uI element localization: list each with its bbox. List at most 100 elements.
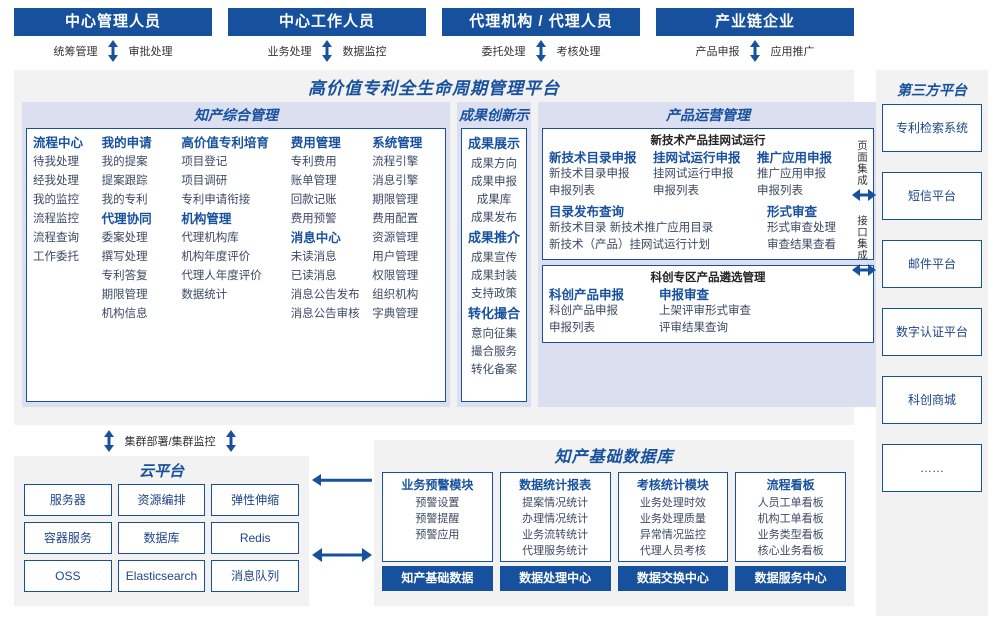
group-title[interactable]: 机构管理	[181, 212, 232, 226]
db-module-title[interactable]: 数据统计报表	[519, 478, 592, 492]
db-center-bar[interactable]: 数据处理中心	[499, 566, 611, 591]
menu-item[interactable]: 审查结果查看	[767, 239, 837, 251]
db-center-bar[interactable]: 知产基础数据	[382, 566, 493, 591]
menu-item[interactable]: 意向征集	[471, 328, 517, 340]
menu-item[interactable]: 评审结果查询	[659, 322, 729, 334]
menu-item[interactable]: 成果发布	[471, 212, 517, 224]
menu-item[interactable]: 专利费用	[290, 156, 337, 168]
cloud-service-3[interactable]: 容器服务	[24, 522, 112, 554]
db-module-title[interactable]: 考核统计模块	[636, 478, 709, 492]
menu-item[interactable]: 成果封装	[471, 270, 517, 282]
group-title[interactable]: 流程中心	[33, 136, 84, 150]
menu-item[interactable]: 支持政策	[471, 288, 517, 300]
db-module-item[interactable]: 提案情况统计	[522, 497, 589, 509]
menu-item[interactable]: 已读消息	[290, 270, 337, 282]
third-party-item-0[interactable]: 专利检索系统	[882, 104, 982, 152]
group-title[interactable]: 费用管理	[290, 136, 341, 150]
third-party-item-2[interactable]: 邮件平台	[882, 240, 982, 288]
group-title[interactable]: 挂网试运行申报	[653, 151, 741, 165]
menu-item[interactable]: 申报列表	[549, 322, 596, 334]
menu-item[interactable]: 新技术目录申报	[549, 168, 630, 180]
group-title[interactable]: 高价值专利培育	[181, 136, 269, 150]
menu-item[interactable]: 经我处理	[33, 175, 79, 187]
cloud-service-2[interactable]: 弹性伸缩	[211, 484, 299, 516]
third-party-item-5[interactable]: ……	[882, 444, 982, 492]
menu-item[interactable]: 项目调研	[181, 175, 228, 187]
menu-item[interactable]: 用户管理	[372, 251, 419, 263]
group-title[interactable]: 科创产品申报	[549, 288, 625, 302]
menu-item[interactable]: 成果宣传	[471, 252, 517, 264]
role-title[interactable]: 产业链企业	[656, 8, 854, 36]
group-title[interactable]: 新技术目录申报	[549, 151, 637, 165]
menu-item[interactable]: 账单管理	[290, 175, 337, 187]
menu-item[interactable]: 申报列表	[549, 185, 596, 197]
db-module-item[interactable]: 代理人员考核	[639, 545, 706, 557]
menu-item[interactable]: 组织机构	[372, 289, 419, 301]
menu-item[interactable]: 成果方向	[471, 158, 517, 170]
menu-item[interactable]: 流程引擎	[372, 156, 419, 168]
group-title[interactable]: 代理协同	[101, 212, 152, 226]
menu-item[interactable]: 资源管理	[372, 232, 419, 244]
menu-item[interactable]: 回款记账	[290, 194, 337, 206]
menu-item[interactable]: 委案处理	[101, 232, 148, 244]
db-module-item[interactable]: 业务流转统计	[522, 529, 589, 541]
group-title[interactable]: 系统管理	[372, 136, 423, 150]
cloud-service-6[interactable]: OSS	[24, 560, 112, 592]
menu-item[interactable]: 项目登记	[181, 156, 228, 168]
menu-item[interactable]: 消息公告发布	[290, 289, 360, 301]
group-title[interactable]: 成果展示	[468, 136, 521, 151]
db-center-bar[interactable]: 数据服务中心	[735, 566, 846, 591]
menu-item[interactable]: 期限管理	[372, 194, 419, 206]
group-title[interactable]: 消息中心	[290, 231, 341, 245]
menu-item[interactable]: 消息引擎	[372, 175, 419, 187]
role-title[interactable]: 中心工作人员	[228, 8, 426, 36]
db-center-bar[interactable]: 数据交换中心	[617, 566, 729, 591]
cloud-service-0[interactable]: 服务器	[24, 484, 112, 516]
db-module-item[interactable]: 业务处理时效	[639, 497, 706, 509]
db-module-item[interactable]: 业务处理质量	[639, 513, 706, 525]
menu-item[interactable]: 机构年度评价	[181, 251, 251, 263]
menu-item[interactable]: 成果申报	[471, 176, 517, 188]
menu-item[interactable]: 权限管理	[372, 270, 419, 282]
db-module-item[interactable]: 办理情况统计	[522, 513, 589, 525]
menu-item[interactable]: 字典管理	[372, 308, 419, 320]
menu-item[interactable]: 挂网试运行申报	[653, 168, 734, 180]
cloud-service-8[interactable]: 消息队列	[211, 560, 299, 592]
menu-item[interactable]: 费用配置	[372, 213, 419, 225]
menu-item[interactable]: 未读消息	[290, 251, 337, 263]
menu-item[interactable]: 数据统计	[181, 289, 228, 301]
menu-item[interactable]: 我的提案	[101, 156, 148, 168]
menu-item[interactable]: 专利申请衔接	[181, 194, 251, 206]
group-title[interactable]: 申报审查	[659, 288, 710, 302]
role-title[interactable]: 代理机构 / 代理人员	[442, 8, 640, 36]
db-module-item[interactable]: 异常情况监控	[639, 529, 706, 541]
menu-item[interactable]: 待我处理	[33, 156, 79, 168]
cloud-service-1[interactable]: 资源编排	[117, 484, 206, 516]
menu-item[interactable]: 撮合服务	[471, 346, 517, 358]
menu-item[interactable]: 我的专利	[101, 194, 148, 206]
db-module-item[interactable]: 机构工单看板	[757, 513, 824, 525]
group-title[interactable]: 目录发布查询	[549, 205, 625, 219]
role-title[interactable]: 中心管理人员	[14, 8, 212, 36]
menu-item[interactable]: 新技术目录 新技术推广应用目录	[549, 222, 714, 234]
third-party-item-1[interactable]: 短信平台	[882, 172, 982, 220]
db-module-item[interactable]: 核心业务看板	[757, 545, 824, 557]
third-party-item-4[interactable]: 科创商城	[882, 376, 982, 424]
cloud-service-7[interactable]: Elasticsearch	[117, 560, 206, 592]
group-title[interactable]: 成果推介	[468, 230, 521, 245]
menu-item[interactable]: 申报列表	[757, 185, 804, 197]
menu-item[interactable]: 新技术（产品）挂网试运行计划	[549, 239, 711, 251]
group-title[interactable]: 形式审查	[767, 205, 818, 219]
menu-item[interactable]: 我的监控	[33, 194, 79, 206]
db-module-title[interactable]: 业务预警模块	[401, 478, 474, 492]
menu-item[interactable]: 形式审查处理	[767, 222, 837, 234]
menu-item[interactable]: 费用预警	[290, 213, 337, 225]
group-title[interactable]: 转化撮合	[468, 306, 521, 321]
menu-item[interactable]: 撰写处理	[101, 251, 148, 263]
group-title[interactable]: 我的申请	[101, 136, 152, 150]
db-module-title[interactable]: 流程看板	[766, 478, 815, 492]
cloud-service-5[interactable]: Redis	[211, 522, 299, 554]
menu-item[interactable]: 消息公告审核	[290, 308, 360, 320]
menu-item[interactable]: 申报列表	[653, 185, 700, 197]
db-module-item[interactable]: 预警设置	[415, 497, 460, 509]
